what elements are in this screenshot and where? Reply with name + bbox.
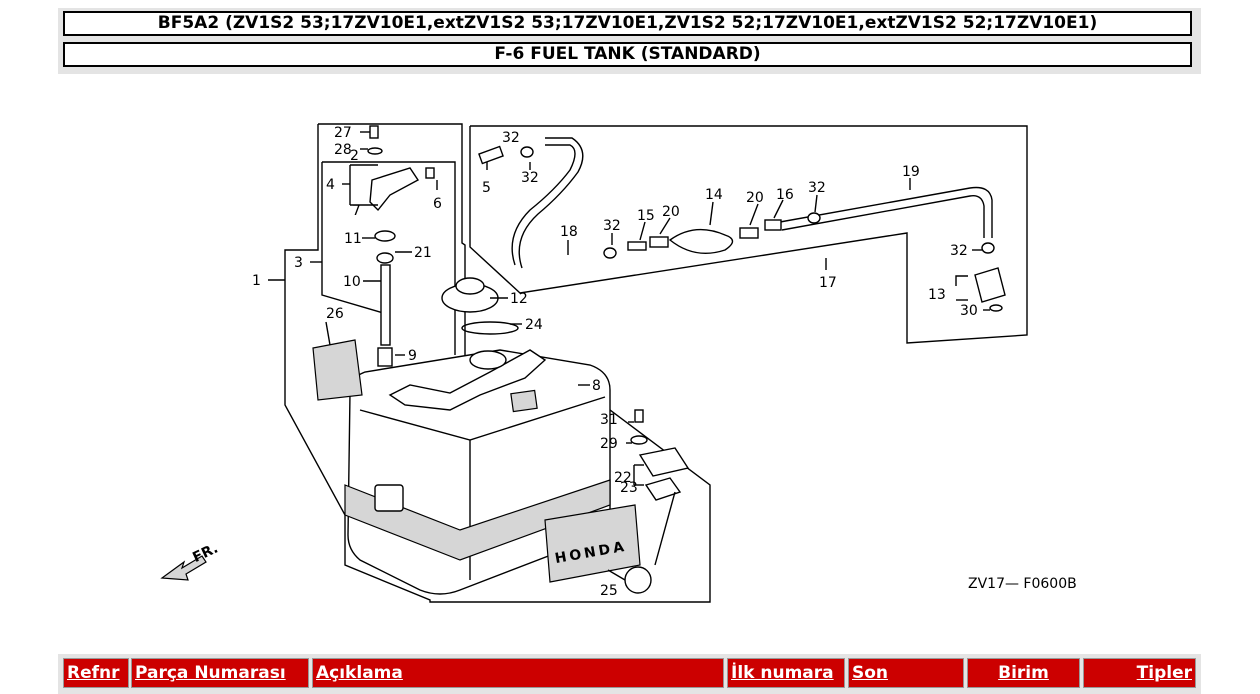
ref-label: 32 — [603, 218, 621, 234]
connector-16 — [764, 219, 782, 231]
ref-label: 32 — [502, 130, 520, 146]
ref-label: 13 — [928, 287, 946, 303]
clip-32-d — [981, 242, 995, 254]
ref-label: 30 — [960, 303, 978, 319]
connector-13 — [974, 267, 1006, 303]
hose-18-outer — [518, 137, 584, 269]
col-description[interactable]: Açıklama — [312, 658, 724, 688]
ref-label: 23 — [620, 480, 638, 496]
col-part-number[interactable]: Parça Numarası — [131, 658, 309, 688]
hose-18 — [511, 144, 576, 266]
section-title: F-6 FUEL TANK (STANDARD) — [63, 42, 1192, 67]
col-first-number[interactable]: İlk numara — [727, 658, 845, 688]
ref-label: 19 — [902, 164, 920, 180]
nut-11 — [374, 230, 396, 242]
group-outline-right — [469, 125, 1028, 344]
parts-table-header: Refnr Parça Numarası Açıklama İlk numara… — [58, 654, 1201, 694]
ref-label: 5 — [482, 180, 491, 196]
ref-label: 7 — [352, 203, 361, 219]
ref-label: 21 — [414, 245, 432, 261]
ref-label: 2 — [350, 148, 359, 164]
gauge-float-25 — [624, 566, 652, 594]
ref-label: 32 — [521, 170, 539, 186]
honda-decal — [544, 504, 641, 583]
washer-28 — [367, 147, 383, 155]
ref-label: 4 — [326, 177, 335, 193]
ref-label: 20 — [662, 204, 680, 220]
front-arrow-icon — [160, 555, 207, 581]
fuel-joint — [369, 167, 420, 212]
ref-label: 12 — [510, 291, 528, 307]
ref-label: 14 — [705, 187, 723, 203]
warning-decal — [312, 339, 363, 401]
valve-20-left — [649, 236, 669, 248]
ref-label: 10 — [343, 274, 361, 290]
ref-label: 28 — [334, 142, 352, 158]
ref-label: 26 — [326, 306, 344, 322]
fuel-gauge-22 — [638, 447, 690, 477]
primer-bulb-14 — [668, 228, 734, 254]
hose-19 — [779, 186, 993, 238]
bolt-27 — [369, 125, 379, 139]
fuel-cap-top — [455, 277, 485, 295]
tank-handle — [388, 349, 547, 411]
seal-6 — [425, 167, 435, 179]
ref-label: 27 — [334, 125, 352, 141]
ref-label: 32 — [808, 180, 826, 196]
valve-20-right — [739, 227, 759, 239]
screw-31 — [634, 409, 644, 423]
ref-label: 18 — [560, 224, 578, 240]
ref-label: 31 — [600, 412, 618, 428]
group-outline-left — [284, 123, 711, 603]
ref-label: 22 — [614, 470, 632, 486]
tube-filter — [377, 347, 393, 367]
ref-label: 32 — [950, 243, 968, 259]
ref-label: 16 — [776, 187, 794, 203]
ref-label: 11 — [344, 231, 362, 247]
model-title: BF5A2 (ZV1S2 53;17ZV10E1,extZV1S2 53;17Z… — [63, 11, 1192, 36]
ref-label: 25 — [600, 583, 618, 599]
washer-29 — [630, 435, 648, 445]
tank-filler-neck — [469, 350, 507, 370]
header-panel: BF5A2 (ZV1S2 53;17ZV10E1,extZV1S2 53;17Z… — [58, 8, 1201, 74]
ref-label: 6 — [433, 196, 442, 212]
seal-30 — [989, 304, 1003, 312]
ref-label: 1 — [252, 273, 261, 289]
drawing-code: ZV17— F0600B — [968, 576, 1077, 592]
ref-label: 8 — [592, 378, 601, 394]
group-outline-inner-2 — [321, 162, 391, 316]
clip-32-a — [520, 146, 534, 158]
col-unit[interactable]: Birim — [967, 658, 1080, 688]
grommet-21 — [376, 252, 394, 264]
ref-label: 24 — [525, 317, 543, 333]
tank-gauge-plate — [510, 389, 538, 413]
ref-label: 20 — [746, 190, 764, 206]
tank-base-band — [344, 479, 611, 561]
joint-5 — [478, 145, 504, 165]
ref-label: 3 — [294, 255, 303, 271]
ref-label: 9 — [408, 348, 417, 364]
gasket-24 — [461, 321, 519, 335]
joint-15 — [627, 241, 647, 251]
tank-side-latch — [374, 484, 404, 512]
ref-label: 29 — [600, 436, 618, 452]
ref-label: 15 — [637, 208, 655, 224]
col-last[interactable]: Son — [848, 658, 964, 688]
col-types[interactable]: Tipler — [1083, 658, 1196, 688]
clip-32-b — [603, 247, 617, 259]
ref-label: 17 — [819, 275, 837, 291]
col-refnr[interactable]: Refnr — [63, 658, 129, 688]
suction-tube — [380, 264, 391, 346]
gauge-gasket-23 — [644, 477, 682, 501]
clip-32-c — [807, 212, 821, 224]
gauge-float-arm — [654, 491, 676, 566]
hose-19-inner — [781, 195, 985, 238]
parts-diagram: HONDA — [160, 123, 1077, 603]
